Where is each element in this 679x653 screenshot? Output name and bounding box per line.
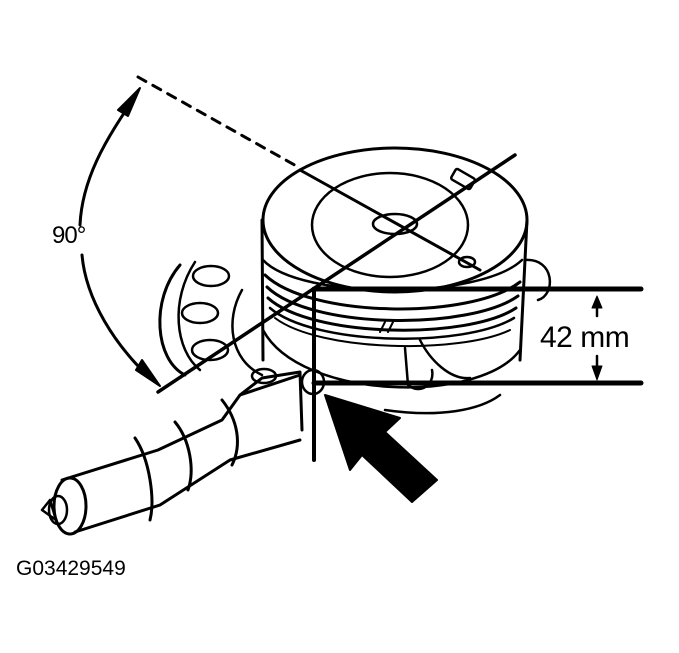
dimension-label: 42 mm — [540, 321, 630, 354]
axis-lines — [156, 153, 517, 394]
dimension-lines — [311, 286, 644, 462]
micrometer — [40, 367, 326, 536]
angle-arc — [78, 75, 302, 387]
measurement-point-arrow — [324, 394, 438, 503]
angle-label: 90° — [52, 222, 86, 249]
piston-pin-boss — [158, 260, 264, 377]
figure-id: G03429549 — [16, 557, 126, 580]
